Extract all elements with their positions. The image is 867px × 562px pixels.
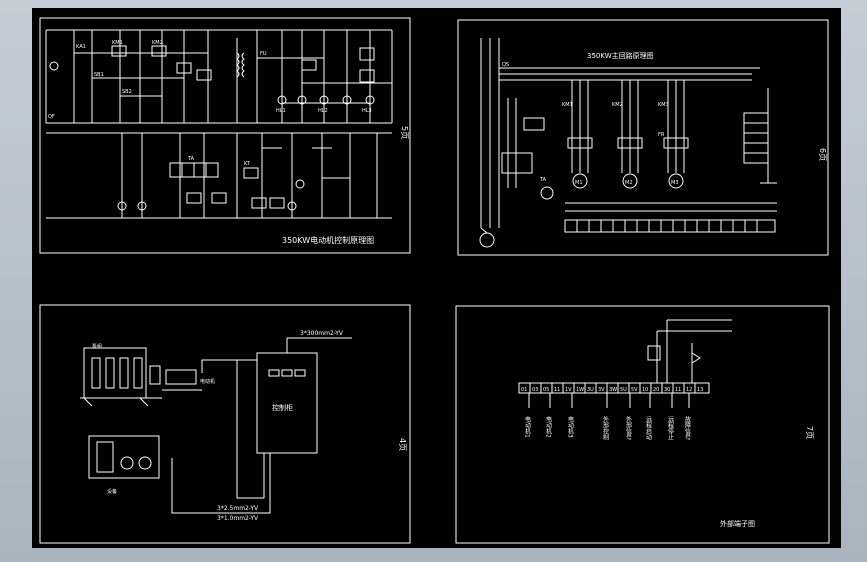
sheet2-label: TA xyxy=(539,177,547,183)
terminal-number: 1W xyxy=(576,387,584,393)
terminal-number: 3V xyxy=(598,387,605,393)
terminal-number: 30 xyxy=(664,387,670,393)
sheet1-border xyxy=(39,17,411,254)
terminal-number: 3U xyxy=(587,387,594,393)
sheet1-label: QF xyxy=(48,114,55,120)
sheet2-label: QS xyxy=(502,62,509,68)
sheet1-label: KM2 xyxy=(152,40,163,46)
terminal-number: 05 xyxy=(543,387,549,393)
terminal-number: 5U xyxy=(620,387,627,393)
motor-label: 电动机 xyxy=(200,378,215,385)
sheet2-label: M2 xyxy=(625,180,633,186)
column-label: 电动机2 xyxy=(545,415,552,438)
terminal-number: 1V xyxy=(565,387,572,393)
column-label: 远程停止 xyxy=(667,415,674,440)
sheet2-label: FR xyxy=(658,132,665,138)
cable-top-label: 3*300mm2-YV xyxy=(300,330,344,337)
sheet4-column-labels: 电动机1 电动机2 电动机3 外部控制 外部信号 远程启动 远程停止 故障信号 xyxy=(524,415,691,441)
sheet1-component-labels: KA1 KM1 KM2 SB1 SB2 QF FU HL1 HL2 HL3 KT… xyxy=(48,40,372,167)
terminal-number: 12 xyxy=(686,387,692,393)
sheet1-page-number: 5页 xyxy=(400,126,409,139)
terminal-number: 20 xyxy=(653,387,659,393)
pump-label: 泵组 xyxy=(92,343,102,350)
terminal-number: 10 xyxy=(642,387,648,393)
sheet1-label: HL2 xyxy=(318,108,328,114)
column-label: 电动机1 xyxy=(524,415,531,438)
terminal-number: 13 xyxy=(697,387,703,393)
equipment-label: 设备 xyxy=(107,488,117,495)
terminal-number: 11 xyxy=(675,387,681,393)
sheet2-label: KM1 xyxy=(562,102,573,108)
sheet3-page-number: 4页 xyxy=(398,438,407,451)
sheet1-label: SB1 xyxy=(94,72,104,78)
drawing-svg: 350KW电动机控制原理图 5页 KA1 KM1 KM2 SB1 SB2 QF … xyxy=(39,17,830,544)
column-label: 故障信号 xyxy=(684,415,691,441)
sheet2-label: M3 xyxy=(671,180,679,186)
column-label: 外部信号 xyxy=(625,415,632,441)
column-label: 外部控制 xyxy=(602,415,609,441)
cable-bottom-label-1: 3*2.5mm2-YV xyxy=(217,505,259,512)
column-label: 电动机3 xyxy=(567,415,574,438)
sheet2-page-number: 6页 xyxy=(818,148,827,161)
terminal-number: 03 xyxy=(532,387,538,393)
sheet2-title: 350KW主回路原理图 xyxy=(587,51,654,60)
terminal-number: 5V xyxy=(631,387,638,393)
sheet1-label: SB2 xyxy=(122,89,132,95)
sheet1-label: TA xyxy=(187,156,195,162)
column-label: 远程启动 xyxy=(645,415,652,441)
sheet1-label: FU xyxy=(260,51,267,57)
sheet3-border xyxy=(39,304,411,544)
terminal-number: 11 xyxy=(554,387,560,393)
drawing-canvas: 350KW电动机控制原理图 5页 KA1 KM1 KM2 SB1 SB2 QF … xyxy=(32,8,841,548)
terminal-number: 3W xyxy=(609,387,617,393)
sheet1-label: HL1 xyxy=(276,108,286,114)
sheet1-label: HL3 xyxy=(362,108,372,114)
sheet2-component-labels: QS KM1 KM2 KM3 FR M1 M2 M3 TA xyxy=(502,62,679,186)
sheet2-label: KM2 xyxy=(612,102,623,108)
sheet1-label: KM1 xyxy=(112,40,123,46)
cable-bottom-label-2: 3*1.0mm2-YV xyxy=(217,515,259,522)
sheet4-page-number: 7页 xyxy=(805,426,814,439)
sheet2-border xyxy=(457,19,829,256)
sheet1-label: KA1 xyxy=(76,44,86,50)
sheet4-title: 外部端子图 xyxy=(720,519,755,528)
sheet1-title: 350KW电动机控制原理图 xyxy=(282,235,374,245)
sheet1-label: KT xyxy=(244,161,251,167)
cabinet-label: 控制柜 xyxy=(272,403,293,412)
sheet2-label: KM3 xyxy=(658,102,669,108)
terminal-number: 01 xyxy=(521,387,527,393)
sheet2-label: M1 xyxy=(575,180,583,186)
sheet4-border xyxy=(455,305,830,544)
